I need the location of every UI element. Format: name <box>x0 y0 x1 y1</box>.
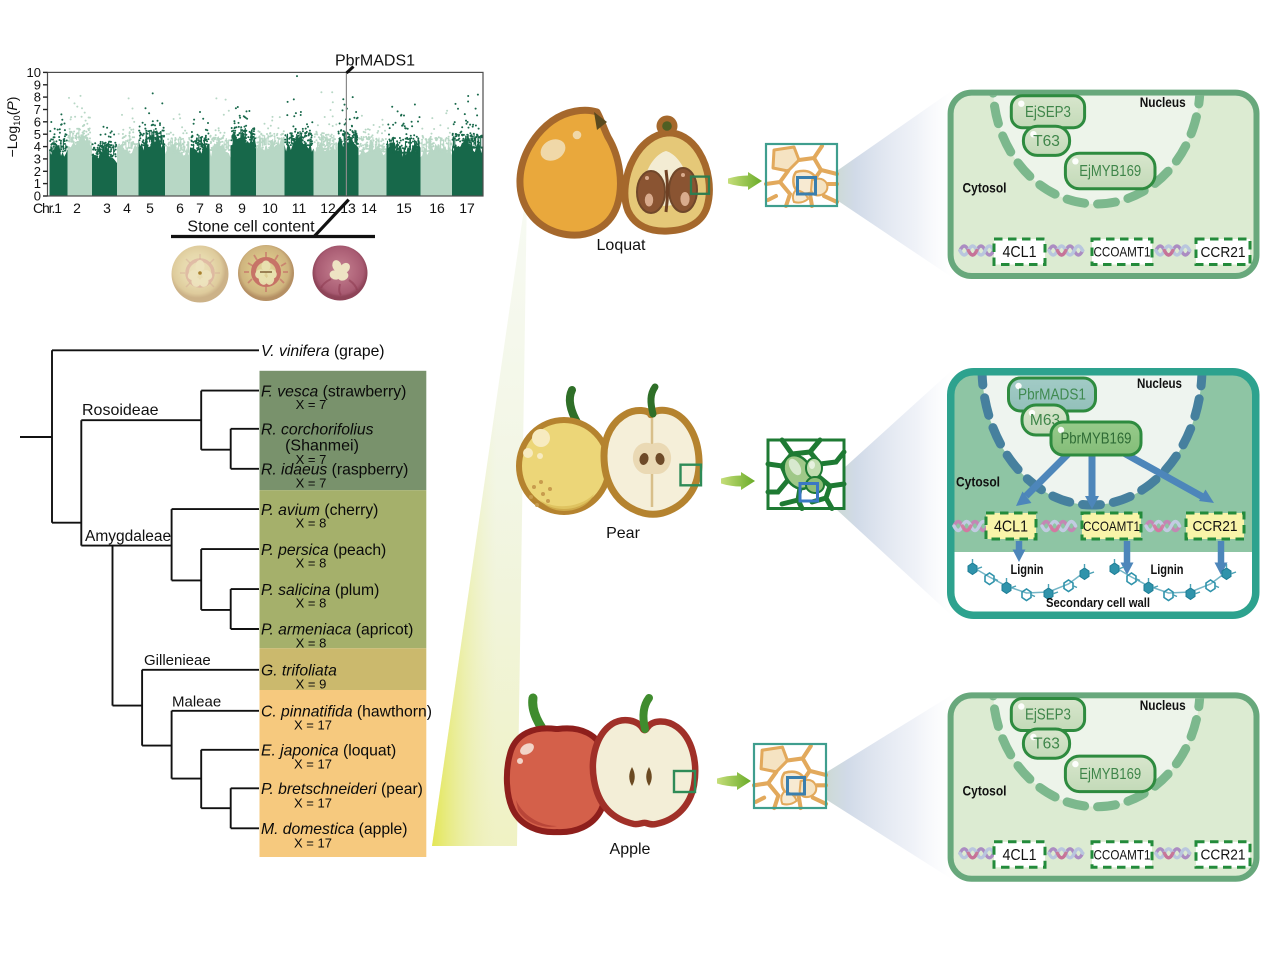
svg-text:X = 17: X = 17 <box>294 756 332 771</box>
svg-text:P. persica (peach): P. persica (peach) <box>261 542 386 559</box>
svg-text:14: 14 <box>361 200 377 216</box>
svg-text:CCR21: CCR21 <box>1201 245 1246 261</box>
svg-text:Nucleus: Nucleus <box>1137 375 1182 391</box>
svg-text:15: 15 <box>396 200 412 216</box>
svg-text:2: 2 <box>73 200 81 216</box>
svg-text:PbrMADS1: PbrMADS1 <box>335 53 415 70</box>
svg-text:X = 8: X = 8 <box>296 515 327 530</box>
svg-text:E. japonica (loquat): E. japonica (loquat) <box>261 743 396 760</box>
svg-text:CCOAMT1: CCOAMT1 <box>1094 244 1151 260</box>
svg-text:Secondary cell wall: Secondary cell wall <box>1046 595 1150 610</box>
svg-text:Cytosol: Cytosol <box>956 474 1000 490</box>
svg-text:Rosoideae: Rosoideae <box>82 402 159 419</box>
svg-text:Lignin: Lignin <box>1151 561 1184 577</box>
svg-text:X = 7: X = 7 <box>296 475 327 490</box>
svg-text:8: 8 <box>34 90 41 105</box>
svg-text:CCOAMT1: CCOAMT1 <box>1083 518 1140 534</box>
svg-text:9: 9 <box>34 77 41 92</box>
svg-text:Maleae: Maleae <box>172 694 221 711</box>
svg-text:17: 17 <box>459 200 475 216</box>
svg-text:EjSEP3: EjSEP3 <box>1025 104 1071 121</box>
svg-text:X = 17: X = 17 <box>294 835 332 850</box>
svg-text:7: 7 <box>34 102 41 117</box>
svg-text:PbrMADS1: PbrMADS1 <box>1018 387 1086 404</box>
svg-text:12: 12 <box>320 200 336 216</box>
svg-text:Chr.1: Chr.1 <box>33 200 62 216</box>
svg-text:G. trifoliata: G. trifoliata <box>261 663 337 680</box>
svg-text:Pear: Pear <box>606 525 640 542</box>
svg-text:3: 3 <box>34 152 41 167</box>
svg-text:V. vinifera (grape): V. vinifera (grape) <box>261 343 385 360</box>
svg-text:7: 7 <box>196 200 204 216</box>
svg-text:P. salicina (plum): P. salicina (plum) <box>261 582 379 599</box>
svg-text:Cytosol: Cytosol <box>963 180 1007 196</box>
svg-text:16: 16 <box>429 200 445 216</box>
svg-text:M. domestica (apple): M. domestica (apple) <box>261 821 408 838</box>
svg-text:Amygdaleae: Amygdaleae <box>85 528 171 545</box>
svg-text:11: 11 <box>292 200 307 216</box>
svg-text:4: 4 <box>34 139 41 154</box>
svg-text:X = 17: X = 17 <box>294 795 332 810</box>
svg-text:Gillenieae: Gillenieae <box>144 652 211 669</box>
svg-text:4: 4 <box>123 200 131 216</box>
svg-text:Apple: Apple <box>610 841 651 858</box>
svg-text:5: 5 <box>34 127 41 142</box>
svg-text:2: 2 <box>34 164 41 179</box>
svg-text:8: 8 <box>215 200 223 216</box>
svg-text:EjMYB169: EjMYB169 <box>1079 163 1141 180</box>
svg-text:M63: M63 <box>1030 412 1060 429</box>
svg-text:X = 7: X = 7 <box>296 397 327 412</box>
svg-text:P. armeniaca (apricot): P. armeniaca (apricot) <box>261 622 413 639</box>
svg-text:PbrMYB169: PbrMYB169 <box>1061 431 1132 448</box>
svg-text:(Shanmei): (Shanmei) <box>285 437 359 454</box>
svg-text:Lignin: Lignin <box>1011 561 1044 577</box>
svg-text:5: 5 <box>146 200 154 216</box>
svg-text:P. avium (cherry): P. avium (cherry) <box>261 502 378 519</box>
svg-text:R. idaeus (raspberry): R. idaeus (raspberry) <box>261 462 408 479</box>
svg-text:−Log10(P): −Log10(P) <box>4 97 23 158</box>
svg-text:10: 10 <box>262 200 278 216</box>
svg-text:X = 8: X = 8 <box>296 595 327 610</box>
svg-text:X = 9: X = 9 <box>296 676 327 691</box>
svg-text:Stone cell content: Stone cell content <box>187 218 315 235</box>
svg-text:X = 17: X = 17 <box>294 717 332 732</box>
svg-text:10: 10 <box>27 65 41 80</box>
svg-text:C. pinnatifida (hawthorn): C. pinnatifida (hawthorn) <box>261 704 432 721</box>
svg-text:9: 9 <box>238 200 246 216</box>
svg-text:Loquat: Loquat <box>597 237 646 254</box>
svg-text:6: 6 <box>34 114 41 129</box>
svg-text:T63: T63 <box>1033 133 1060 150</box>
svg-text:3: 3 <box>103 200 111 216</box>
svg-text:4CL1: 4CL1 <box>1003 244 1037 261</box>
svg-text:F. vesca (strawberry): F. vesca (strawberry) <box>261 383 406 400</box>
svg-text:0: 0 <box>34 189 41 204</box>
svg-text:X = 8: X = 8 <box>296 555 327 570</box>
svg-text:X = 7: X = 7 <box>296 452 327 467</box>
svg-text:Nucleus: Nucleus <box>1140 94 1186 110</box>
svg-text:R. corchorifolius: R. corchorifolius <box>261 422 374 439</box>
svg-text:4CL1: 4CL1 <box>994 518 1028 535</box>
svg-text:P. bretschneideri (pear): P. bretschneideri (pear) <box>261 781 423 798</box>
svg-text:CCR21: CCR21 <box>1193 519 1238 535</box>
svg-text:X = 8: X = 8 <box>296 635 327 650</box>
svg-text:6: 6 <box>176 200 184 216</box>
svg-text:1: 1 <box>34 176 41 191</box>
